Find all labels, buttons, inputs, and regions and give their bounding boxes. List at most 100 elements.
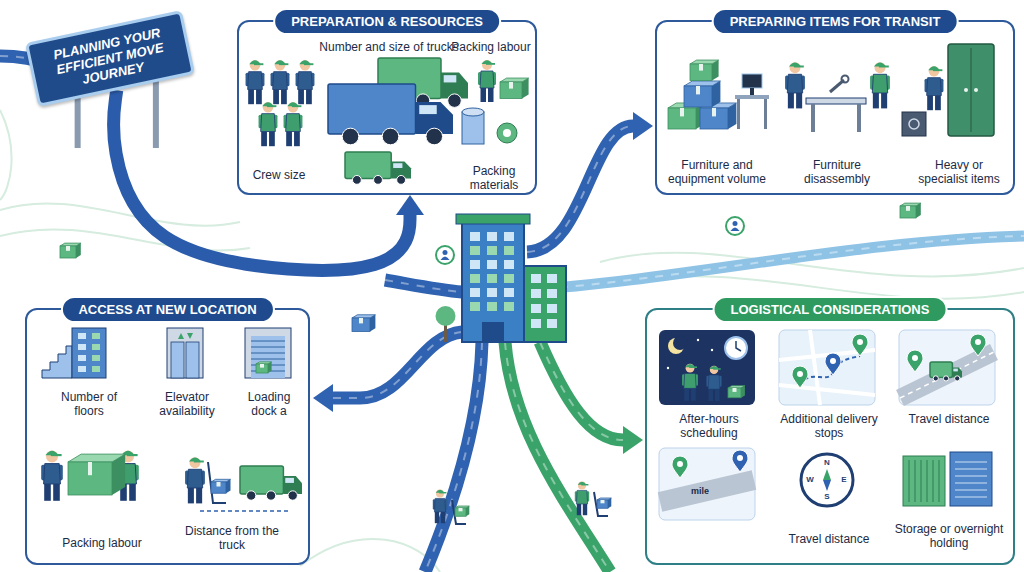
carrying-workers-icon-part: [88, 462, 92, 475]
heavy-item-icon-part: [974, 88, 978, 92]
furniture-icon-part: [764, 99, 767, 129]
elevator-icon-part: [187, 333, 193, 339]
office-building-part: [504, 274, 514, 283]
elevator-icon-part: [167, 328, 203, 378]
distance-icon-part: [211, 482, 226, 493]
item-caption: Packing labour: [52, 536, 152, 550]
disassembly-icon-part-part: [875, 62, 886, 73]
compass-letter: W: [806, 476, 814, 484]
road-part: [505, 342, 610, 572]
packer-icon: [478, 60, 529, 102]
distance-icon-part: [246, 491, 255, 500]
packing-materials-icon: [462, 108, 517, 144]
panel-heading: PREPARING ITEMS FOR TRANSIT: [712, 8, 959, 35]
road-part: [333, 332, 462, 398]
furniture-icon-part: [750, 88, 754, 95]
map-tile-part: [779, 330, 875, 405]
storage-icon-part: [927, 460, 928, 502]
distance-icon-part: [185, 457, 205, 503]
office-building-part: [547, 289, 557, 298]
route-tile-part: [930, 362, 952, 378]
person-badge: [436, 217, 744, 264]
carrying-workers-icon-part-part: [46, 450, 58, 462]
crew-icon-part-part: [298, 72, 313, 90]
disassembly-icon-part: [842, 76, 849, 83]
furniture-icon-part: [699, 64, 703, 71]
night-tile-part-part: [710, 366, 718, 374]
crew-icon-part-part: [275, 60, 286, 71]
item-caption: Number of floors: [53, 390, 125, 418]
floors-icon-part: [78, 366, 86, 372]
panel-ground-part: [655, 20, 1015, 195]
furniture-icon-part: [728, 103, 736, 129]
night-tile-part-part: [715, 389, 720, 401]
packing-materials-icon-part: [497, 123, 517, 143]
office-building-part: [547, 319, 557, 328]
map-tile-part: [852, 334, 868, 356]
distance-icon-part-part: [194, 461, 204, 463]
compass-icon-part: [801, 454, 853, 506]
crew-icon-part-part: [261, 132, 267, 147]
distance-icon-part: [208, 462, 226, 503]
map-tile-part: [797, 371, 803, 377]
office-building-part: [436, 306, 456, 326]
crew-icon-part-part: [267, 105, 276, 107]
item-caption: Packing labour: [446, 40, 536, 54]
loading-dock-icon-part: [245, 328, 291, 378]
crew-icon-part: [296, 60, 315, 104]
mileage-tile-part: [737, 455, 743, 461]
truck-icon: [328, 58, 468, 184]
storage-icon-part: [939, 460, 940, 502]
disassembly-icon-part-part: [873, 93, 879, 108]
heavy-item-icon-part-part: [935, 96, 941, 111]
truck-icon-part: [352, 175, 361, 184]
packing-materials-icon-part: [462, 108, 484, 116]
background-swoosh-part: [0, 110, 12, 200]
night-tile-part: [736, 341, 741, 351]
furniture-icon-part: [737, 99, 740, 129]
truck-icon-part: [382, 128, 399, 145]
person-badge-part: [731, 228, 740, 232]
road-part: [540, 342, 623, 440]
crew-icon-part-part: [273, 90, 279, 105]
heavy-item-icon-part: [925, 66, 944, 110]
map-tile-part: [825, 353, 841, 375]
road-part: [527, 126, 633, 252]
night-tile-part: [706, 366, 721, 401]
route-tile-part: [899, 330, 995, 405]
carrying-workers-icon-part: [68, 462, 112, 495]
packer-icon-part-part: [486, 63, 495, 65]
panel-heading: ACCESS AT NEW LOCATION: [60, 296, 274, 323]
packer-icon-part: [500, 82, 522, 99]
office-building-part: [487, 274, 497, 283]
office-building-part: [504, 246, 514, 255]
map-tile: [779, 330, 875, 405]
office-building-part: [470, 274, 480, 283]
elevator-icon: [167, 328, 203, 378]
night-tile-part: [725, 337, 747, 359]
disassembly-icon-part-part: [790, 62, 801, 73]
item-caption: Furniture and equipment volume: [657, 158, 777, 186]
trolley-worker-part-part: [435, 512, 439, 523]
office-building-part: [470, 232, 480, 241]
distance-icon: [185, 457, 302, 511]
packer-icon-part-part: [482, 60, 492, 70]
crew-icon-part-part: [279, 63, 288, 65]
disassembly-icon-part-part: [881, 93, 887, 108]
floors-icon-part: [92, 366, 100, 372]
crew-icon-part-part: [306, 90, 312, 105]
packing-materials-icon-part: [462, 112, 484, 144]
road-part: [425, 342, 482, 572]
trolley-worker-part-part: [576, 490, 587, 504]
floors-icon: [42, 328, 106, 378]
office-building-part: [547, 274, 557, 283]
storage-icon-part: [909, 460, 910, 502]
disassembly-icon-part-part: [872, 74, 887, 93]
mileage-tile-part: [672, 456, 688, 478]
office-building-part: [456, 214, 530, 224]
person-badge-part: [436, 246, 454, 264]
floors-icon-part: [78, 333, 86, 339]
night-tile-part: [667, 367, 669, 369]
item-caption: Loading dock a: [238, 390, 300, 418]
heavy-item-icon-part-part: [927, 78, 942, 96]
